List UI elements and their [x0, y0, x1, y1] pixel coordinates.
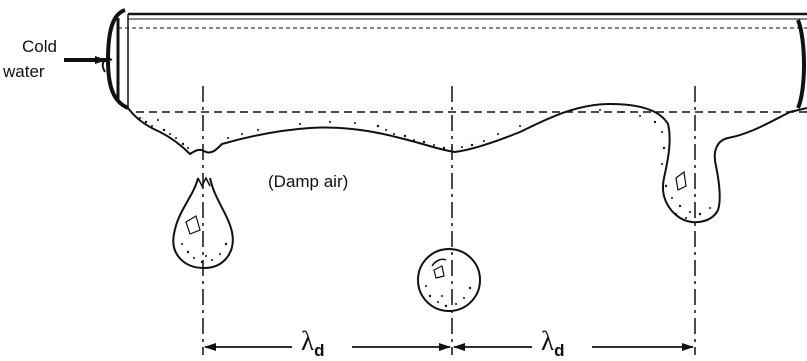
- spacing-label-right: λd: [541, 326, 564, 361]
- film-stipple: [139, 109, 711, 219]
- lambda-symbol: λ: [301, 326, 315, 356]
- lambda-subscript: d: [314, 341, 325, 360]
- drop-centerlines: [202, 86, 696, 355]
- falling-drop-left: [172, 176, 234, 270]
- inlet-label-line2: water: [3, 62, 45, 81]
- drop-left-stipple: [181, 242, 228, 264]
- spacing-label-left: λd: [301, 326, 324, 361]
- right-drop-highlight: [675, 170, 687, 191]
- cold-water-pipe: [101, 8, 807, 113]
- damp-air-label: (Damp air): [268, 172, 349, 191]
- condensate-film: [127, 102, 807, 224]
- falling-drop-center: [417, 248, 481, 312]
- inlet-label-line1: Cold: [22, 37, 57, 56]
- lambda-symbol: λ: [541, 326, 555, 356]
- drop-center-stipple: [425, 285, 472, 308]
- lambda-subscript: d: [554, 341, 565, 360]
